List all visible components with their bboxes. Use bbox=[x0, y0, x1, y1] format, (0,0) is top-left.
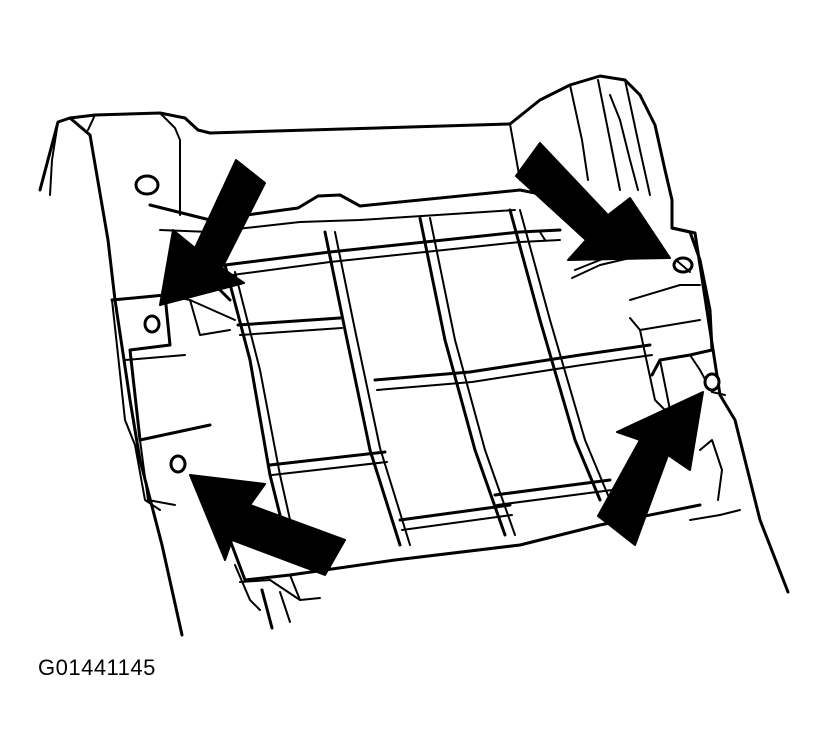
arrow-upper-right bbox=[515, 142, 671, 261]
arrow-lower-right bbox=[597, 391, 704, 546]
mounting-bolt-lower-right bbox=[703, 372, 721, 392]
figure-id-label: G01441145 bbox=[38, 655, 156, 680]
frame-outline bbox=[38, 74, 790, 637]
mounting-hole-upper-left bbox=[143, 314, 161, 334]
top-left-hole bbox=[134, 174, 160, 196]
mounting-bolt-upper-right bbox=[672, 256, 694, 274]
left-flange bbox=[110, 268, 236, 511]
wire-grid bbox=[223, 208, 653, 547]
mounting-points bbox=[134, 174, 721, 474]
mounting-hole-lower-left bbox=[169, 454, 187, 474]
arrow-lower-left bbox=[189, 474, 346, 576]
bottom-lip bbox=[228, 439, 741, 630]
callout-arrows bbox=[159, 142, 704, 576]
arrow-upper-left bbox=[159, 159, 266, 306]
